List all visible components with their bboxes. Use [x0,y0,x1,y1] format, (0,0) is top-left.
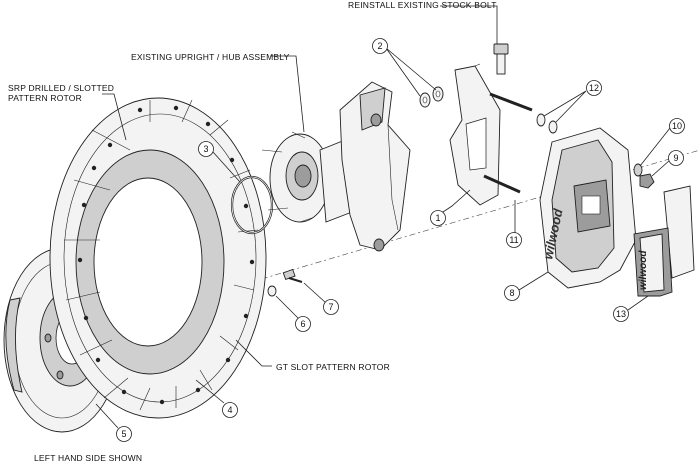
callout-13: 13 [616,309,626,319]
label-existing-upright: EXISTING UPRIGHT / HUB ASSEMBLY [131,52,290,62]
callout-9: 9 [673,153,678,163]
callout-circle-2 [372,38,388,54]
callout-5: 5 [121,429,126,439]
rotor-part-4 [49,97,267,419]
stock-bolt [493,43,509,75]
callout-7: 7 [328,302,333,312]
studs-part-11 [483,92,533,194]
upright-assembly [339,81,411,252]
bleeder-part-10 [633,163,643,177]
callout-1: 1 [435,213,440,223]
callout-circle-8 [504,285,520,301]
leader-callout-12 [543,90,587,123]
callout-circle-10 [669,118,685,134]
callout-circle-5 [116,426,132,442]
washer-part-6 [267,285,277,297]
brake-pads-part-13: wilwood [633,185,695,297]
leader-callout-3 [212,151,241,183]
leader-existing-upright [270,55,305,133]
callout-circle-11 [506,232,522,248]
hub-assembly [261,131,353,223]
callout-circle-7 [323,299,339,315]
callout-circle-6 [295,316,311,332]
leader-callout-5 [95,403,119,429]
caliper-part-8: wilwood [539,127,637,289]
leader-callout-9 [651,159,671,177]
callout-circle-4 [222,402,238,418]
callout-3: 3 [203,144,208,154]
leader-callout-1 [439,189,471,215]
label-srp-rotor-line1: SRP DRILLED / SLOTTED [8,83,114,93]
leader-callout-8 [518,271,549,291]
callout-12: 12 [589,83,599,93]
callout-8: 8 [509,288,514,298]
label-gt-slot-rotor: GT SLOT PATTERN ROTOR [276,362,390,372]
o-ring-part-3 [230,175,274,235]
leader-callout-7 [303,282,327,304]
callout-circle-13 [613,306,629,322]
callout-circle-3 [198,141,214,157]
callout-2: 2 [377,41,382,51]
leader-callout-10 [639,127,671,167]
callout-circle-9 [668,150,684,166]
callout-circle-12 [586,80,602,96]
bracket-part-1 [449,63,501,206]
leader-srp-rotor [102,93,127,141]
leader-callout-13 [627,295,649,311]
callout-circle-1 [430,210,446,226]
bolt-part-7 [282,268,303,283]
label-left-hand-side: LEFT HAND SIDE SHOWN [34,453,142,463]
callout-6: 6 [300,319,305,329]
pad-brand-text: wilwood [638,250,649,290]
leader-callout-4 [195,379,225,404]
leader-gt-slot-rotor [235,339,272,367]
leader-reinstall-bolt [440,5,498,44]
washers-part-12 [536,113,558,134]
callout-10: 10 [672,121,682,131]
label-reinstall-bolt: REINSTALL EXISTING STOCK BOLT [348,0,497,10]
label-srp-rotor-line2: PATTERN ROTOR [8,93,82,103]
leader-callout-6 [275,295,299,319]
callout-4: 4 [227,405,232,415]
leader-callout-2 [385,47,437,97]
washers-part-2 [419,86,444,108]
nut-part-9 [639,173,655,189]
callout-11: 11 [509,235,518,245]
